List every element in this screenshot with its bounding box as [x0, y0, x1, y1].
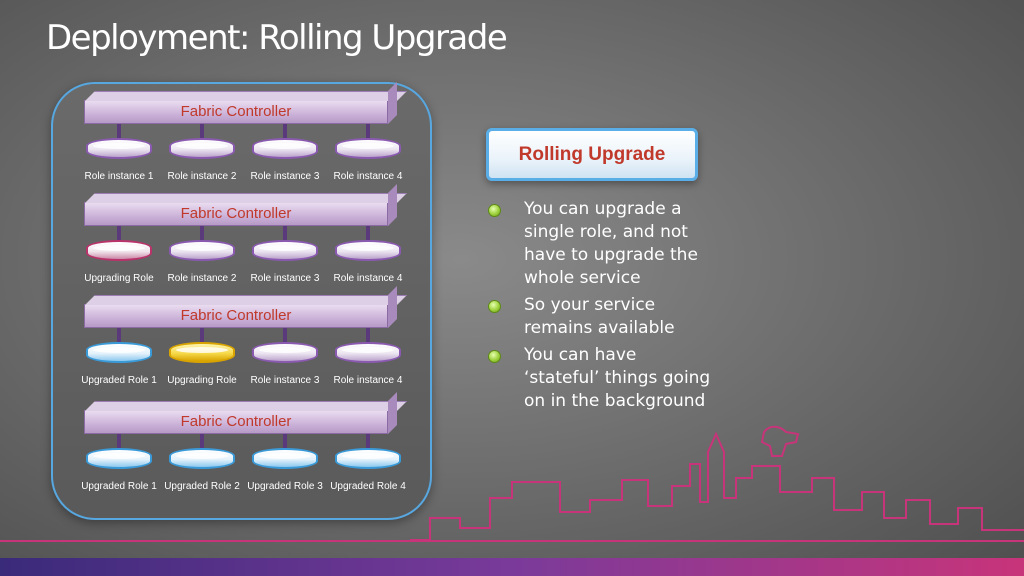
upgraded-role-disk	[252, 448, 318, 469]
bullet-text: So your service remains available	[524, 295, 675, 338]
bullet-text: You can have ‘stateful’ things going on …	[524, 345, 711, 411]
role-instance-disk	[252, 240, 318, 261]
role-instance-disk	[335, 240, 401, 261]
role-label: Role instance 1	[84, 171, 154, 182]
bullet-item: So your service remains available	[486, 294, 716, 340]
role-instance-disk	[252, 138, 318, 159]
upgraded-role-disk	[169, 448, 235, 469]
role-label: Role instance 4	[333, 171, 403, 182]
role-label: Role instance 3	[250, 171, 320, 182]
connector	[283, 434, 287, 448]
slide-title: Deployment: Rolling Upgrade	[46, 18, 508, 58]
bullet-dot-icon	[488, 204, 501, 217]
connector	[117, 226, 121, 240]
connector	[283, 328, 287, 342]
role-instance-disk	[169, 240, 235, 261]
bullet-dot-icon	[488, 350, 501, 363]
bullet-item: You can have ‘stateful’ things going on …	[486, 344, 716, 413]
connector	[283, 226, 287, 240]
connector	[366, 226, 370, 240]
role-instance-disk	[252, 342, 318, 363]
connector	[117, 328, 121, 342]
upgrading-role-disk	[86, 240, 152, 261]
connector	[366, 328, 370, 342]
fabric-controller-bar: Fabric Controller	[84, 286, 407, 328]
role-label: Role instance 4	[333, 375, 403, 386]
role-instance-disk	[169, 138, 235, 159]
upgraded-role-disk	[335, 448, 401, 469]
bullet-dot-icon	[488, 300, 501, 313]
role-label: Upgrading Role	[84, 273, 154, 284]
connector	[200, 226, 204, 240]
fabric-controller-label: Fabric Controller	[180, 307, 292, 324]
connector	[117, 124, 121, 138]
role-label: Role instance 4	[333, 273, 403, 284]
fabric-controller-bar: Fabric Controller	[84, 184, 407, 226]
footer-line	[0, 540, 1024, 542]
role-label: Role instance 2	[167, 273, 237, 284]
rolling-upgrade-callout: Rolling Upgrade	[486, 128, 698, 181]
connector	[366, 434, 370, 448]
fabric-controller-bar: Fabric Controller	[84, 392, 407, 434]
role-label: Upgraded Role 3	[247, 481, 323, 492]
connector	[283, 124, 287, 138]
bullet-item: You can upgrade a single role, and not h…	[486, 198, 716, 290]
upgraded-role-disk	[86, 448, 152, 469]
connector	[200, 124, 204, 138]
role-label: Upgraded Role 2	[164, 481, 240, 492]
role-label: Upgraded Role 1	[81, 481, 157, 492]
upgrading-role-disk	[169, 342, 235, 363]
connector	[366, 124, 370, 138]
role-instance-disk	[86, 138, 152, 159]
role-label: Upgrading Role	[167, 375, 237, 386]
role-instance-disk	[335, 342, 401, 363]
connector	[200, 434, 204, 448]
fabric-controller-bar: Fabric Controller	[84, 82, 407, 124]
fabric-controller-label: Fabric Controller	[180, 103, 292, 120]
footer-band	[0, 558, 1024, 576]
connector	[200, 328, 204, 342]
role-label: Role instance 2	[167, 171, 237, 182]
bullet-list: You can upgrade a single role, and not h…	[486, 198, 716, 417]
fabric-controller-label: Fabric Controller	[180, 413, 292, 430]
fabric-controller-label: Fabric Controller	[180, 205, 292, 222]
role-label: Upgraded Role 4	[330, 481, 406, 492]
role-instance-disk	[335, 138, 401, 159]
bullet-text: You can upgrade a single role, and not h…	[524, 199, 698, 288]
role-label: Role instance 3	[250, 375, 320, 386]
role-label: Role instance 3	[250, 273, 320, 284]
upgraded-role-disk	[86, 342, 152, 363]
city-skyline-icon	[410, 425, 1024, 541]
connector	[117, 434, 121, 448]
role-label: Upgraded Role 1	[81, 375, 157, 386]
